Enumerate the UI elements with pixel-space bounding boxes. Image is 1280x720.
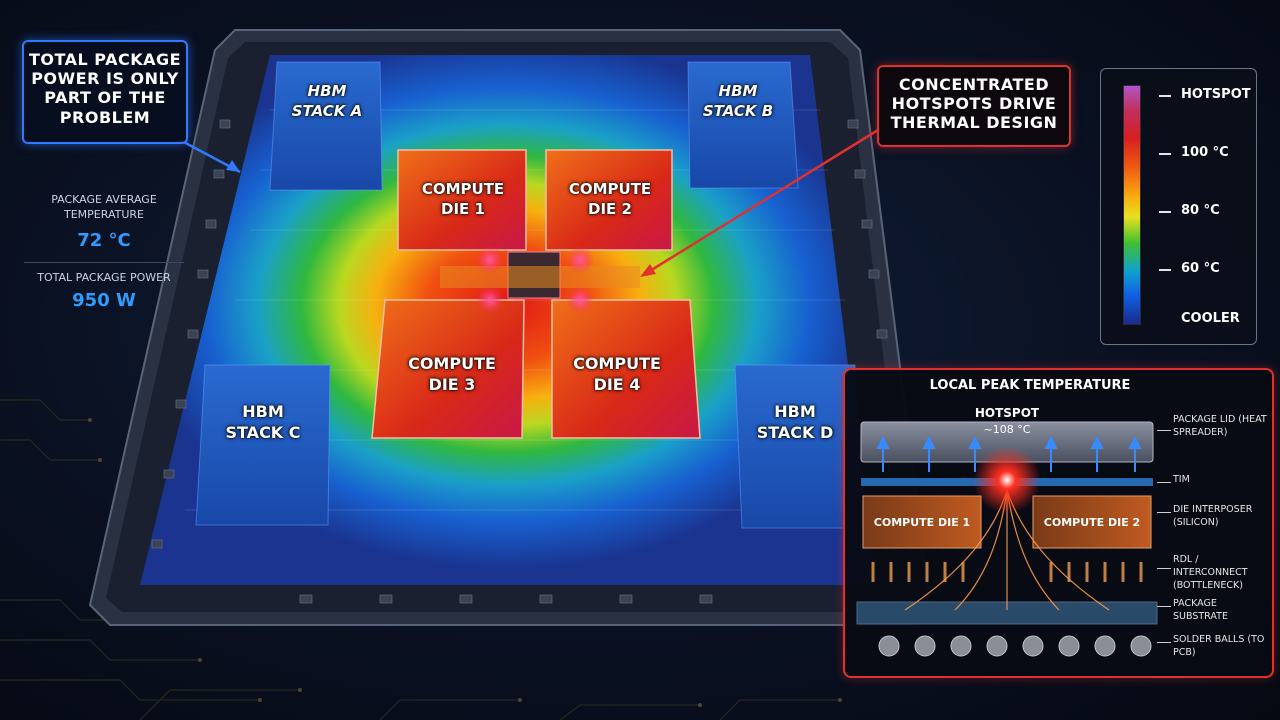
compute-die-3-label: COMPUTE DIE 3	[408, 354, 496, 394]
legend-cooler: COOLER	[1181, 311, 1240, 326]
layer-tim-label: TIM	[1173, 474, 1190, 485]
power-label: TOTAL PACKAGE POWER	[37, 271, 171, 284]
callout-hotspots: CONCENTRATED HOTSPOTS DRIVE THERMAL DESI…	[877, 65, 1071, 147]
avg-temp-value: 72 °C	[77, 230, 131, 251]
hotspot-glows	[476, 246, 594, 314]
legend-hotspot: HOTSPOT	[1181, 87, 1251, 102]
layer-lid-label: PACKAGE LID (HEAT SPREADER)	[1173, 414, 1267, 438]
compute-die-1-label: COMPUTE DIE 1	[421, 180, 505, 218]
legend-100c: 100 °C	[1181, 145, 1229, 160]
hbm-stacks	[195, 61, 863, 529]
leader-line	[1157, 430, 1171, 431]
inset-die-2-label: COMPUTE DIE 2	[1043, 516, 1141, 529]
cross-section-diagram	[856, 421, 1158, 657]
legend-80c: 80 °C	[1181, 203, 1220, 218]
inset-die-1-label: COMPUTE DIE 1	[873, 516, 971, 529]
leader-line	[1157, 606, 1171, 607]
legend-60c: 60 °C	[1181, 261, 1220, 276]
legend-color-bar	[1123, 85, 1141, 325]
layer-interposer-label: DIE INTERPOSER (SILICON)	[1173, 504, 1253, 528]
hbm-stack-a-label: HBM STACK A	[291, 82, 363, 120]
cross-section-inset: LOCAL PEAK TEMPERATURE	[843, 368, 1274, 678]
callout-total-power: TOTAL PACKAGE POWER IS ONLY PART OF THE …	[22, 40, 188, 144]
hotspot-value: ~108 °C	[983, 423, 1031, 436]
hbm-stack-c-label: HBM STACK C	[225, 402, 301, 442]
hbm-stack-b-label: HBM STACK B	[702, 82, 774, 120]
temperature-legend: HOTSPOT 100 °C 80 °C 60 °C COOLER	[1100, 68, 1257, 345]
leader-line	[1157, 482, 1171, 483]
leader-line	[1157, 512, 1171, 513]
hotspot-label: HOTSPOT	[974, 406, 1040, 420]
leader-line	[1157, 642, 1171, 643]
stats-divider	[24, 262, 184, 263]
legend-tick	[1159, 95, 1171, 97]
compute-die-4-label: COMPUTE DIE 4	[573, 354, 661, 394]
leader-line	[1157, 568, 1171, 569]
power-value: 950 W	[72, 290, 136, 311]
avg-temp-label: PACKAGE AVERAGE TEMPERATURE	[51, 193, 157, 222]
inset-title: LOCAL PEAK TEMPERATURE	[929, 378, 1131, 393]
compute-die-2-label: COMPUTE DIE 2	[568, 180, 652, 218]
legend-tick	[1159, 211, 1171, 213]
legend-tick	[1159, 269, 1171, 271]
legend-tick	[1159, 153, 1171, 155]
layer-rdl-label: RDL / INTERCONNECT (BOTTLENECK)	[1173, 554, 1248, 591]
hbm-stack-d-label: HBM STACK D	[756, 402, 834, 442]
compute-dies	[371, 149, 701, 439]
layer-solder-label: SOLDER BALLS (TO PCB)	[1173, 634, 1265, 658]
layer-substrate-label: PACKAGE SUBSTRATE	[1173, 598, 1228, 622]
